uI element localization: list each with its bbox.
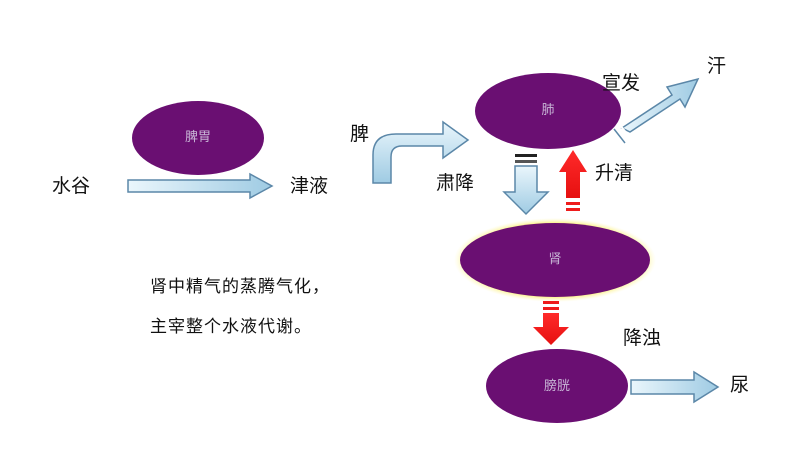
descending-arrow <box>502 154 550 216</box>
lung-node <box>475 73 621 149</box>
body-fluid-label: 津液 <box>290 175 329 197</box>
xuanfa-label: 宣发 <box>602 72 641 94</box>
note-line-1: 肾中精气的蒸腾气化， <box>150 277 330 297</box>
bladder-text: 膀胱 <box>543 379 570 394</box>
spleen-stomach-text: 脾胃 <box>184 130 211 145</box>
water-grain-label: 水谷 <box>52 175 91 197</box>
sweat-arrow <box>613 77 700 144</box>
urine-label: 尿 <box>730 374 750 396</box>
kidney-text: 肾 <box>548 252 562 267</box>
turbid-descent-arrow <box>533 301 569 345</box>
urine-arrow <box>630 370 720 404</box>
sujiang-label: 肃降 <box>436 172 475 194</box>
lung-text: 肺 <box>541 103 555 118</box>
ascending-arrow <box>559 150 587 211</box>
shengqing-label: 升清 <box>595 162 634 184</box>
jiangzhuo-label: 降浊 <box>623 327 662 349</box>
spleen-label: 脾 <box>350 123 370 145</box>
spleen-stomach-node <box>132 101 264 175</box>
water-to-fluid-arrow <box>127 172 274 200</box>
kidney-node <box>460 223 650 297</box>
spleen-to-lung-arrow <box>372 120 470 184</box>
note-line-2: 主宰整个水液代谢。 <box>150 317 312 337</box>
sweat-label: 汗 <box>707 55 727 77</box>
bladder-node <box>486 349 628 423</box>
